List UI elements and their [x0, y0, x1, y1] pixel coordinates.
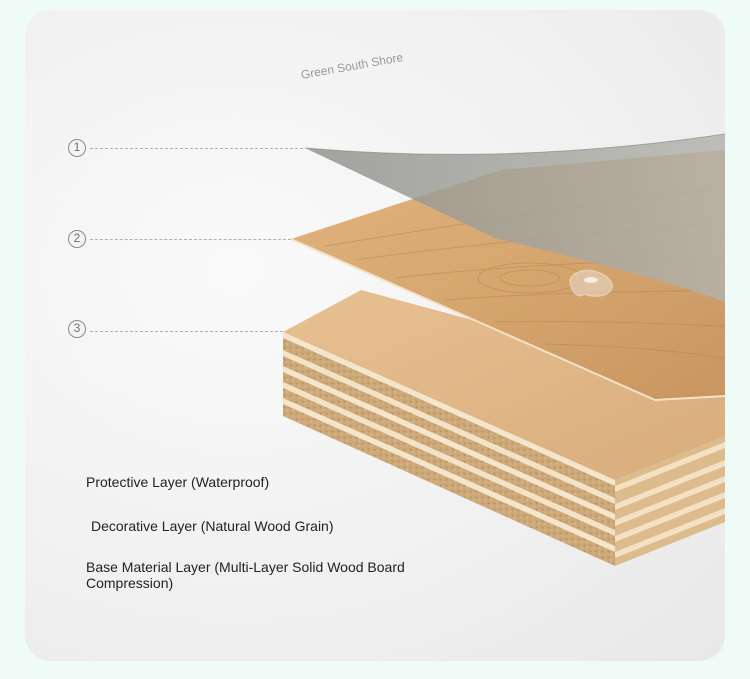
leader-line-2	[90, 239, 291, 240]
marker-2: 2	[68, 230, 86, 248]
marker-1: 1	[68, 139, 86, 157]
label-base-material-layer: Base Material Layer (Multi-Layer Solid W…	[86, 559, 405, 591]
label-protective-layer: Protective Layer (Waterproof)	[86, 474, 270, 490]
water-droplet-icon	[569, 269, 613, 297]
label-decorative-layer: Decorative Layer (Natural Wood Grain)	[91, 518, 334, 534]
leader-line-3	[90, 331, 283, 332]
leader-line-1	[90, 148, 303, 149]
base-board-edge	[283, 332, 725, 566]
layer-illustration	[283, 133, 725, 566]
protective-film	[305, 134, 725, 302]
label-base-line-2: Compression)	[86, 575, 174, 591]
base-board-top	[283, 290, 725, 480]
marker-3: 3	[68, 320, 86, 338]
diagram-card: Green South Shore 1 2 3 Protective Layer…	[25, 10, 725, 661]
label-base-line-1: Base Material Layer (Multi-Layer Solid W…	[86, 559, 405, 575]
